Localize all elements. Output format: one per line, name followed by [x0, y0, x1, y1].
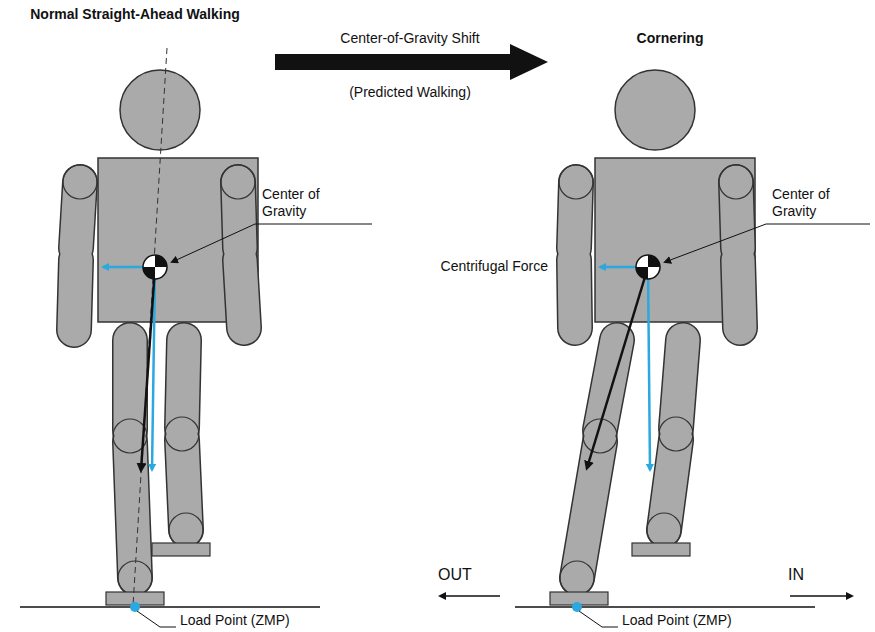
panel-heading: Cornering: [610, 30, 730, 47]
part-label: Load Point (ZMP): [180, 612, 340, 629]
direction-label: OUT: [438, 566, 498, 583]
robot-straight: [20, 48, 372, 627]
arrow-label: Center-of-Gravity Shift: [300, 30, 520, 47]
part-label: Load Point (ZMP): [622, 612, 782, 629]
force-label: Centrifugal Force: [420, 258, 548, 275]
arrow-label: (Predicted Walking): [300, 84, 520, 101]
robot-cornering: [440, 70, 870, 627]
part-label: Center of Gravity: [772, 186, 870, 220]
panel-heading: Normal Straight-Ahead Walking: [30, 6, 240, 23]
part-label: Center of Gravity: [262, 186, 362, 220]
direction-label: IN: [788, 566, 838, 583]
